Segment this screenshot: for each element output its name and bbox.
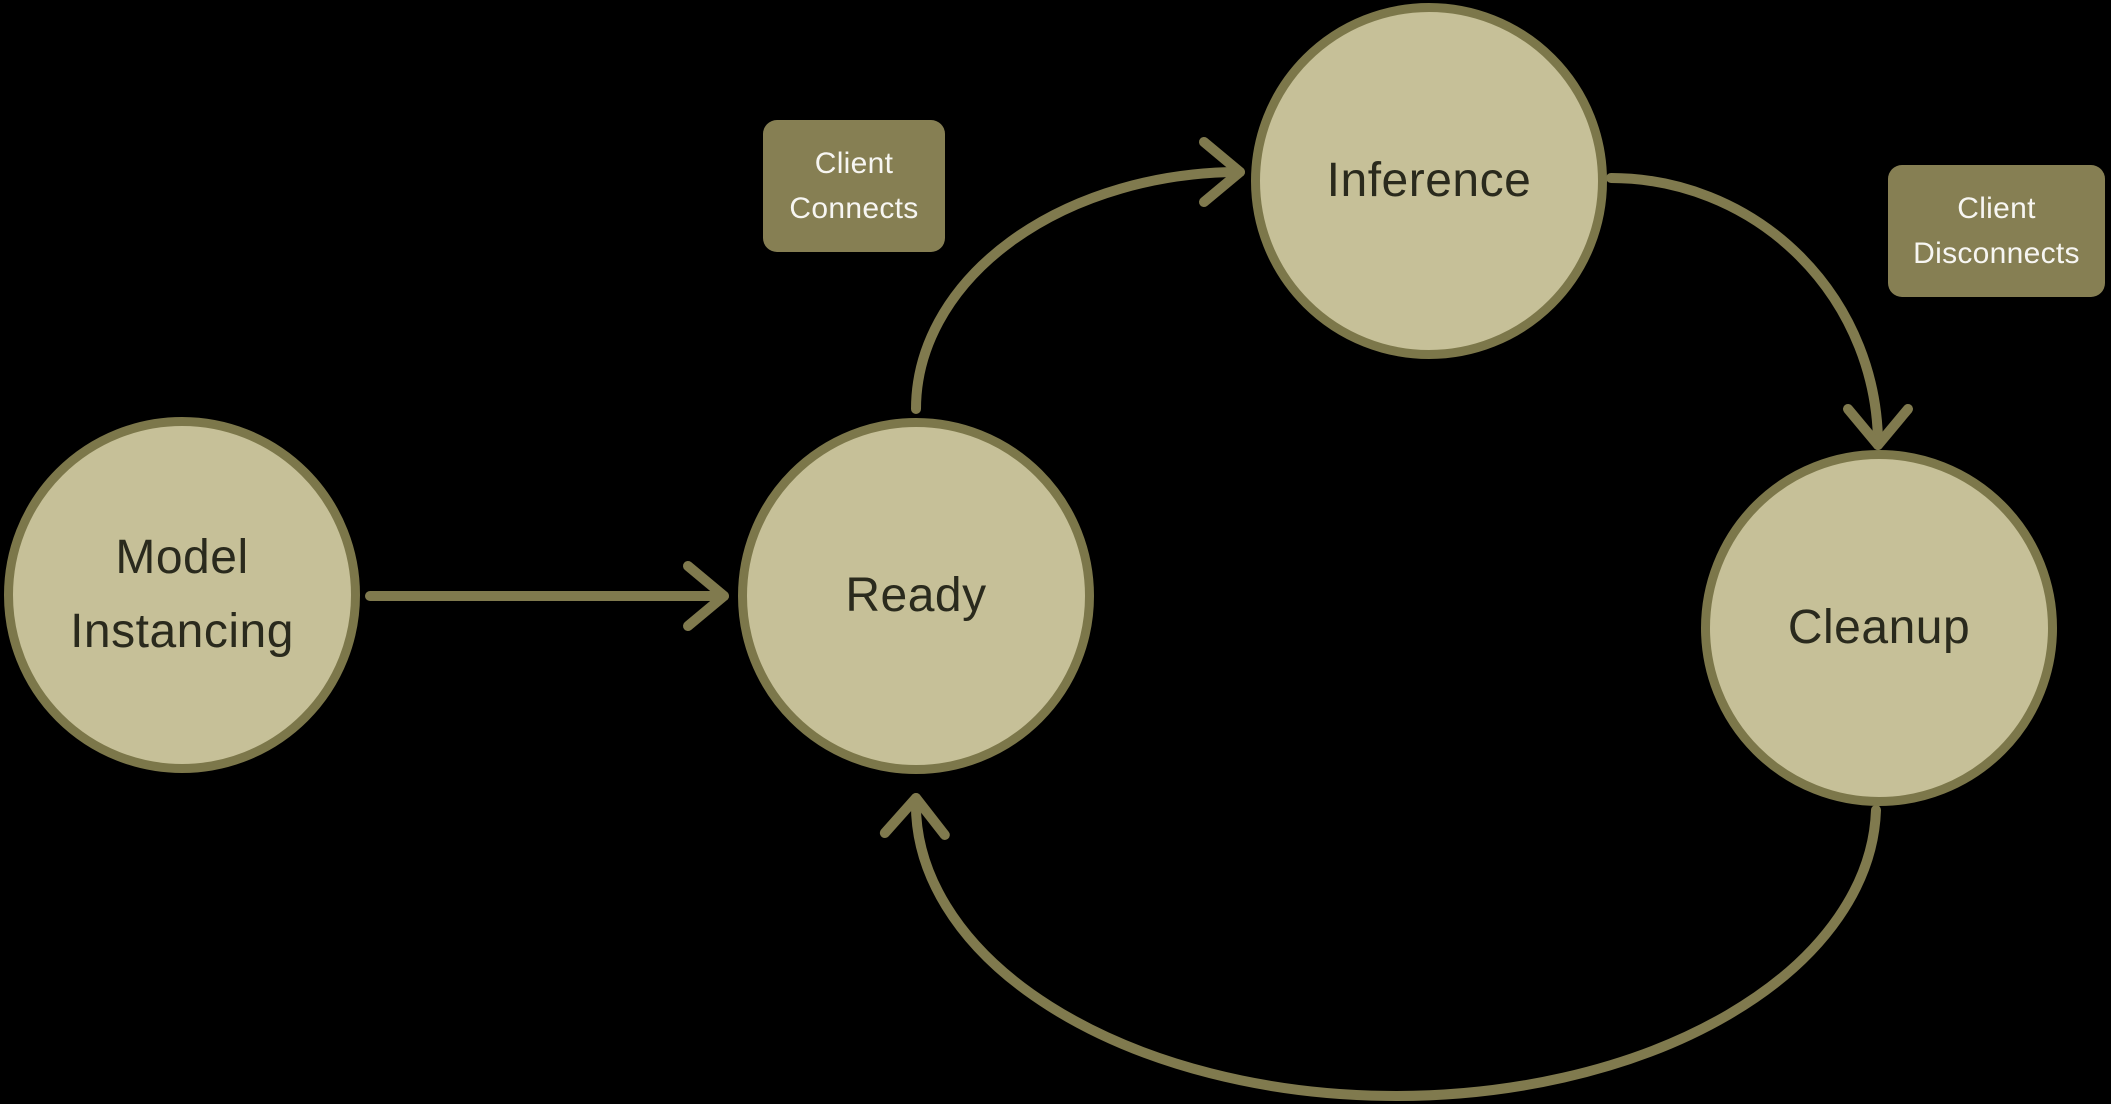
edge-ready-to-inference-arrow (911, 137, 1245, 414)
node-ready-label: Ready (845, 568, 987, 622)
node-inference: Inference (1251, 3, 1607, 359)
edge-cleanup-to-ready-arrow (879, 793, 1881, 1102)
edge-label-client-connects: Client Connects (763, 120, 945, 252)
node-inference-label: Inference (1326, 153, 1532, 207)
edge-label-client-disconnects: Client Disconnects (1888, 165, 2105, 297)
node-cleanup-label: Cleanup (1787, 600, 1971, 654)
edge-label-client-disconnects-text: Client Disconnects (1913, 192, 2080, 270)
edge-inference-to-cleanup-arrow (1606, 173, 1913, 450)
edge-label-client-connects-text: Client Connects (789, 147, 919, 225)
node-ready: Ready (738, 418, 1094, 774)
node-model-instancing: Model Instancing (4, 417, 360, 773)
node-model-instancing-label: Model Instancing (70, 530, 294, 658)
node-cleanup: Cleanup (1701, 450, 2057, 806)
